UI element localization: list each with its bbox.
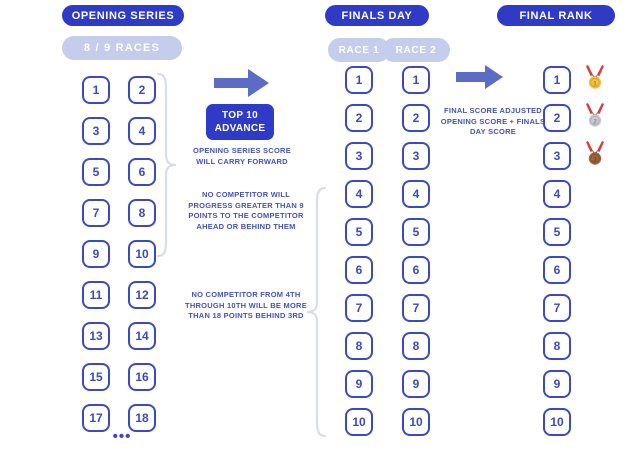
- note-progress-rule: NO COMPETITOR WILL PROGRESS GREATER THAN…: [188, 190, 304, 231]
- opening-box-16[interactable]: 16: [128, 363, 156, 391]
- race1-box-3[interactable]: 3: [345, 142, 373, 170]
- race2-box-7[interactable]: 7: [402, 294, 430, 322]
- opening-box-4[interactable]: 4: [128, 117, 156, 145]
- race1-box-9[interactable]: 9: [345, 370, 373, 398]
- bronze-medal-icon: 3: [584, 140, 606, 165]
- opening-box-9[interactable]: 9: [82, 240, 110, 268]
- race2-box-1[interactable]: 1: [402, 66, 430, 94]
- rank-box-9[interactable]: 9: [543, 370, 571, 398]
- svg-text:3: 3: [593, 157, 597, 164]
- race1-box-10[interactable]: 10: [345, 408, 373, 436]
- race2-box-9[interactable]: 9: [402, 370, 430, 398]
- arrow-advance-icon: [214, 68, 270, 103]
- race2-box-6[interactable]: 6: [402, 256, 430, 284]
- top-10-advance-callout: TOP 10 ADVANCE: [206, 104, 274, 140]
- race1-box-4[interactable]: 4: [345, 180, 373, 208]
- race1-box-6[interactable]: 6: [345, 256, 373, 284]
- race2-box-8[interactable]: 8: [402, 332, 430, 360]
- top10-line-2: ADVANCE: [214, 123, 266, 134]
- rank-box-6[interactable]: 6: [543, 256, 571, 284]
- note-behind-rule: NO COMPETITOR FROM 4TH THROUGH 10TH WILL…: [185, 290, 307, 320]
- opening-box-2[interactable]: 2: [128, 76, 156, 104]
- race2-box-2[interactable]: 2: [402, 104, 430, 132]
- arrow-final-rank-icon: [456, 64, 504, 95]
- opening-box-13[interactable]: 13: [82, 322, 110, 350]
- rank-box-8[interactable]: 8: [543, 332, 571, 360]
- badge-race-1: RACE 1: [328, 38, 390, 62]
- note-final-score: FINAL SCORE ADJUSTED OPENING SCORE + FIN…: [440, 106, 546, 136]
- header-opening-series: OPENING SERIES: [62, 5, 184, 26]
- rank-box-1[interactable]: 1: [543, 66, 571, 94]
- svg-text:2: 2: [593, 119, 597, 126]
- rank-box-10[interactable]: 10: [543, 408, 571, 436]
- silver-medal-icon: 2: [584, 102, 606, 127]
- opening-box-6[interactable]: 6: [128, 158, 156, 186]
- opening-box-14[interactable]: 14: [128, 322, 156, 350]
- race2-box-3[interactable]: 3: [402, 142, 430, 170]
- race2-box-10[interactable]: 10: [402, 408, 430, 436]
- opening-box-5[interactable]: 5: [82, 158, 110, 186]
- opening-box-18[interactable]: 18: [128, 404, 156, 432]
- brace-opening-top10: [156, 72, 178, 258]
- race1-box-7[interactable]: 7: [345, 294, 373, 322]
- race1-box-1[interactable]: 1: [345, 66, 373, 94]
- opening-box-3[interactable]: 3: [82, 117, 110, 145]
- race2-box-4[interactable]: 4: [402, 180, 430, 208]
- header-finals-day: FINALS DAY: [325, 5, 429, 26]
- opening-box-15[interactable]: 15: [82, 363, 110, 391]
- race2-box-5[interactable]: 5: [402, 218, 430, 246]
- opening-box-8[interactable]: 8: [128, 199, 156, 227]
- rank-box-4[interactable]: 4: [543, 180, 571, 208]
- race1-box-5[interactable]: 5: [345, 218, 373, 246]
- rank-box-3[interactable]: 3: [543, 142, 571, 170]
- note-carry-forward: OPENING SERIES SCORE WILL CARRY FORWARD: [193, 146, 291, 166]
- opening-box-12[interactable]: 12: [128, 281, 156, 309]
- race1-box-2[interactable]: 2: [345, 104, 373, 132]
- race1-box-8[interactable]: 8: [345, 332, 373, 360]
- top10-line-1: TOP 10: [222, 110, 258, 121]
- header-final-rank: FINAL RANK: [497, 5, 615, 26]
- opening-box-7[interactable]: 7: [82, 199, 110, 227]
- opening-box-1[interactable]: 1: [82, 76, 110, 104]
- badge-races-count: 8 / 9 RACES: [62, 36, 182, 60]
- rank-box-2[interactable]: 2: [543, 104, 571, 132]
- brace-finals-rules: [305, 186, 327, 438]
- opening-series-ellipsis: •••: [112, 428, 132, 445]
- opening-box-10[interactable]: 10: [128, 240, 156, 268]
- svg-text:1: 1: [593, 81, 597, 88]
- rank-box-7[interactable]: 7: [543, 294, 571, 322]
- badge-race-2: RACE 2: [382, 38, 450, 62]
- rank-box-5[interactable]: 5: [543, 218, 571, 246]
- gold-medal-icon: 1: [584, 64, 606, 89]
- opening-box-17[interactable]: 17: [82, 404, 110, 432]
- opening-box-11[interactable]: 11: [82, 281, 110, 309]
